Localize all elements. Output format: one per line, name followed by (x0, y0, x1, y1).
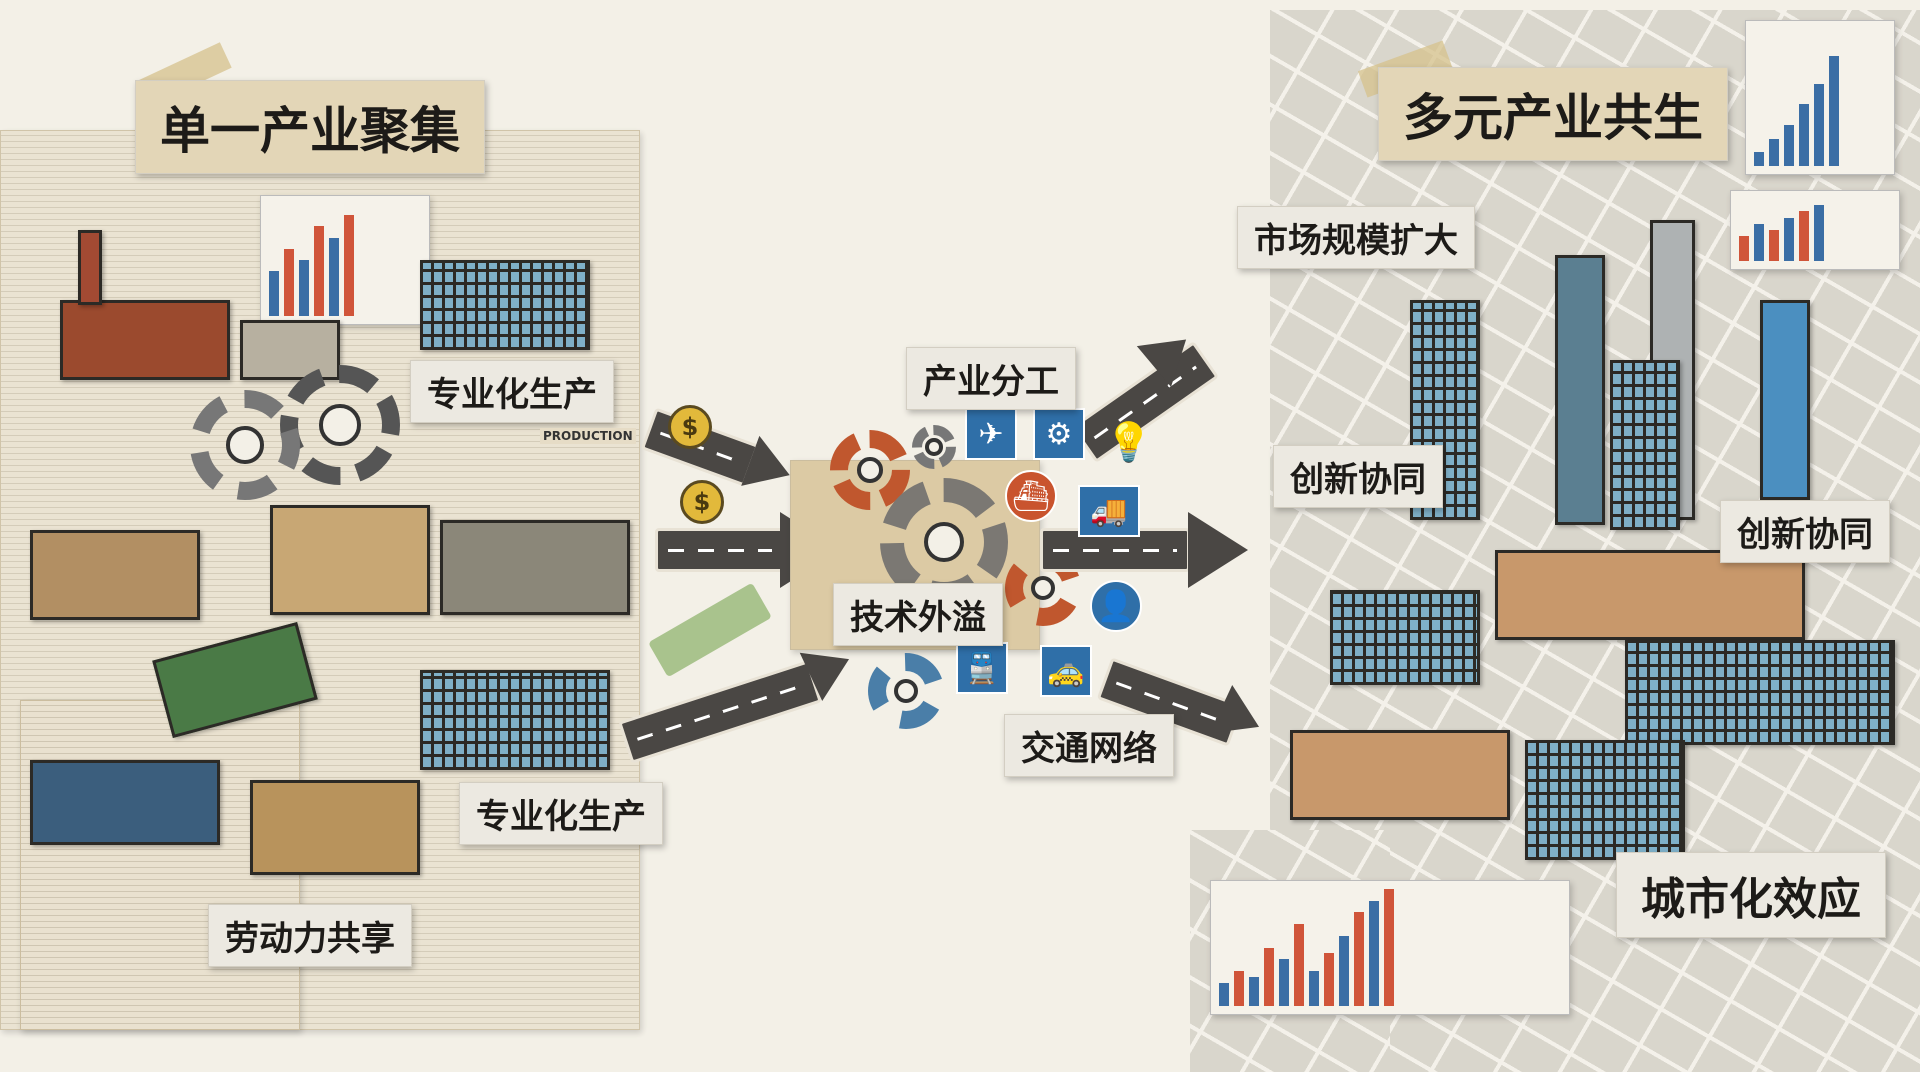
taxi-icon: 🚕 (1040, 645, 1092, 697)
label-market-expansion: 市场规模扩大 (1237, 206, 1475, 269)
factory-illustration (30, 530, 200, 620)
bar-chart-decoration (1210, 880, 1570, 1015)
industrial-building (420, 260, 590, 350)
label-tech-spillover: 技术外溢 (833, 583, 1003, 646)
airplane-icon: ✈ (965, 408, 1017, 460)
lightbulb-gear-icon (868, 653, 944, 729)
school-building (1290, 730, 1510, 820)
factory-illustration (250, 780, 420, 875)
factory-chimney (78, 230, 102, 305)
small-gray-gear-icon (912, 425, 956, 469)
label-labor-sharing: 劳动力共享 (208, 904, 412, 967)
dollar-coin-icon: $ (680, 480, 724, 524)
label-specialized-production-1: 专业化生产 (410, 360, 614, 423)
hospital-building (1330, 590, 1480, 685)
label-innovation-synergy-2: 创新协同 (1720, 500, 1890, 563)
skyscraper (1555, 255, 1605, 525)
museum-building (1495, 550, 1805, 640)
right-title: 多元产业共生 (1378, 67, 1728, 161)
arrow-road-middle-left (655, 528, 785, 572)
bar-chart-decoration (1730, 190, 1900, 270)
factory-illustration (30, 760, 220, 845)
warehouse-illustration (270, 505, 430, 615)
lightbulb-icon: 💡 (1105, 420, 1153, 464)
arrow-road-bottom-left (618, 660, 822, 764)
bar-chart-decoration (260, 195, 430, 325)
money-arrow (648, 582, 772, 678)
ship-icon: ⛴ (1005, 470, 1057, 522)
factory-illustration (60, 300, 230, 380)
arrow-head (1188, 512, 1248, 588)
label-urbanization-effect: 城市化效应 (1616, 852, 1886, 938)
truck-icon: 🚚 (1078, 485, 1140, 537)
gear-icon (280, 365, 400, 485)
left-title: 单一产业聚集 (135, 80, 485, 174)
train-icon: 🚆 (956, 642, 1008, 694)
label-innovation-synergy-1: 创新协同 (1273, 445, 1443, 508)
production-poster-text: PRODUCTION (540, 428, 636, 444)
label-transport-network: 交通网络 (1004, 714, 1174, 777)
growth-chart-decoration (1745, 20, 1895, 175)
gear-icon: ⚙ (1033, 408, 1085, 460)
hospital-building (1525, 740, 1685, 860)
factory-illustration (420, 670, 610, 770)
label-specialized-production-2: 专业化生产 (459, 782, 663, 845)
dollar-coin-icon: $ (668, 405, 712, 449)
skyscraper (1760, 300, 1810, 500)
gear-icon (190, 390, 300, 500)
person-icon: 👤 (1090, 580, 1142, 632)
factory-illustration (440, 520, 630, 615)
label-industrial-division: 产业分工 (906, 347, 1076, 410)
hospital-building (1625, 640, 1895, 745)
skyscraper (1610, 360, 1680, 530)
